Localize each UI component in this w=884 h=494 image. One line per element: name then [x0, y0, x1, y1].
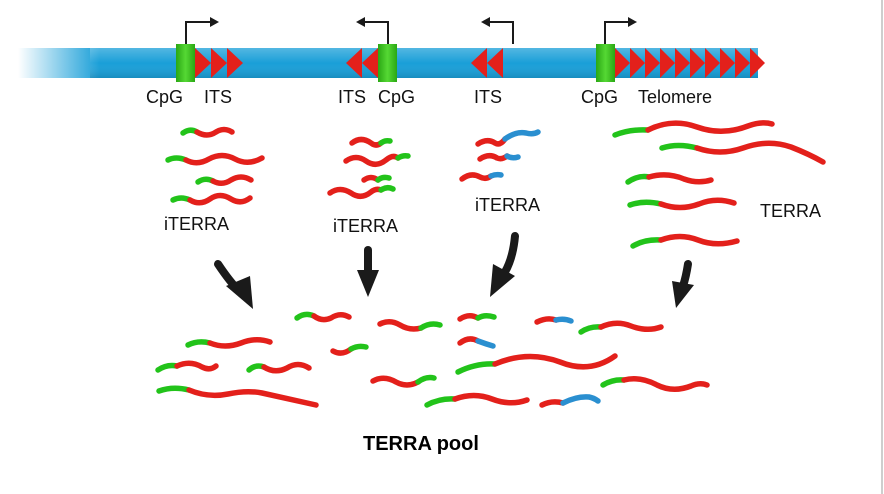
tss-arrow-left-2: [356, 17, 389, 44]
flow-arrow-4: [672, 260, 694, 308]
rna-molecule: [156, 385, 319, 408]
its-repeats-1: [195, 48, 243, 78]
rna-molecule: [424, 392, 530, 408]
label-cpg-2: CpG: [378, 87, 415, 107]
tss-arrow-right-4: [604, 17, 637, 44]
cpg-island-2: [378, 44, 397, 82]
rna-molecule: [455, 353, 618, 375]
rna-molecule: [477, 153, 521, 162]
rna-molecule: [246, 361, 312, 374]
telomere-repeats: [615, 48, 765, 78]
rna-molecule: [330, 343, 369, 356]
rna-molecule: [457, 312, 497, 322]
tss-arrow-right-1: [185, 17, 219, 44]
rna-molecule: [539, 394, 601, 408]
rna-molecule: [294, 311, 352, 323]
rna-molecule: [612, 120, 775, 138]
rna-molecule: [185, 337, 273, 349]
rna-molecule: [195, 174, 254, 186]
label-its-1: ITS: [204, 87, 232, 107]
rna-molecule: [578, 320, 664, 335]
rna-molecule: [361, 174, 392, 183]
label-terra: TERRA: [760, 201, 821, 221]
rna-molecule: [475, 129, 541, 147]
iterra-group-2: [327, 136, 411, 199]
its-repeats-3: [471, 48, 503, 78]
flow-arrow-3: [490, 232, 519, 297]
iterra-group-1: [165, 126, 265, 206]
rna-molecule: [377, 319, 443, 332]
rna-molecule: [343, 153, 411, 167]
label-its-3: ITS: [474, 87, 502, 107]
rna-molecule: [327, 184, 396, 199]
rna-molecule: [170, 192, 253, 206]
label-cpg-1: CpG: [146, 87, 183, 107]
rna-molecule: [534, 316, 574, 325]
cpg-island-1: [176, 44, 195, 82]
iterra-group-3: [459, 129, 541, 182]
label-iterra-1: iTERRA: [164, 214, 229, 234]
label-iterra-3: iTERRA: [475, 195, 540, 215]
rna-molecule: [165, 152, 265, 166]
label-iterra-2: iTERRA: [333, 216, 398, 236]
rna-molecule: [349, 136, 393, 148]
terra-group: [612, 120, 826, 249]
rna-molecule: [600, 376, 710, 392]
cpg-island-3: [596, 44, 615, 82]
label-cpg-3: CpG: [581, 87, 618, 107]
rna-molecule: [180, 126, 235, 138]
rna-molecule: [625, 172, 714, 185]
rna-molecule: [630, 233, 740, 249]
flow-arrow-2: [357, 246, 379, 297]
flow-arrow-1: [214, 260, 253, 309]
terra-pool: [155, 311, 710, 408]
rna-molecule: [370, 374, 437, 388]
label-terra-pool: TERRA pool: [363, 433, 479, 455]
label-telomere: Telomere: [638, 87, 712, 107]
rna-molecule: [659, 140, 826, 165]
rna-molecule: [459, 171, 504, 182]
its-repeats-2: [346, 48, 378, 78]
rna-molecule: [627, 197, 737, 211]
rna-molecule: [155, 360, 219, 373]
label-its-2: ITS: [338, 87, 366, 107]
rna-molecule: [457, 336, 496, 349]
tss-arrow-left-3: [481, 17, 514, 44]
